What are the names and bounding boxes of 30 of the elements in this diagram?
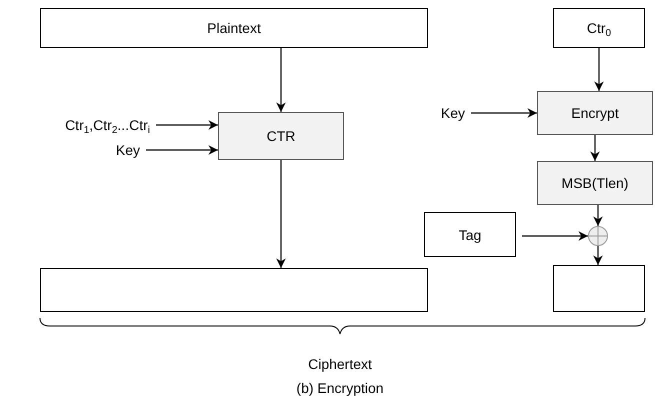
process-box bbox=[218, 112, 344, 160]
arrow bbox=[146, 145, 218, 155]
box bbox=[424, 212, 516, 257]
arrow bbox=[522, 231, 588, 241]
empty-box bbox=[553, 265, 645, 312]
brace-label: Ciphertext bbox=[307, 356, 373, 372]
arrow bbox=[156, 120, 218, 130]
arrow bbox=[594, 48, 604, 91]
xor-symbol bbox=[588, 226, 608, 246]
box bbox=[553, 8, 645, 48]
node-label: Key bbox=[440, 105, 465, 121]
arrow bbox=[593, 205, 603, 226]
process-box bbox=[537, 161, 653, 205]
caption: (b) Encryption bbox=[295, 380, 385, 396]
box-label: CTR bbox=[266, 128, 296, 144]
box-label: Encrypt bbox=[571, 105, 619, 121]
arrow bbox=[471, 108, 537, 118]
process-box bbox=[537, 91, 653, 135]
box-label: Tag bbox=[458, 226, 482, 242]
empty-box bbox=[40, 268, 428, 312]
box-label: Plaintext bbox=[207, 20, 261, 36]
node-label: Ctr$_{1}$,Ctr$_{2}$...Ctr$_{i}$ bbox=[65, 117, 150, 133]
arrow bbox=[590, 135, 600, 161]
arrow bbox=[276, 160, 286, 268]
box bbox=[40, 8, 428, 48]
arrow bbox=[593, 246, 603, 265]
arrow bbox=[276, 48, 286, 112]
node-label: Key bbox=[116, 142, 140, 158]
box-label: Ctr$_{0}$ bbox=[586, 20, 612, 36]
box-label: MSB(Tlen) bbox=[562, 175, 628, 191]
